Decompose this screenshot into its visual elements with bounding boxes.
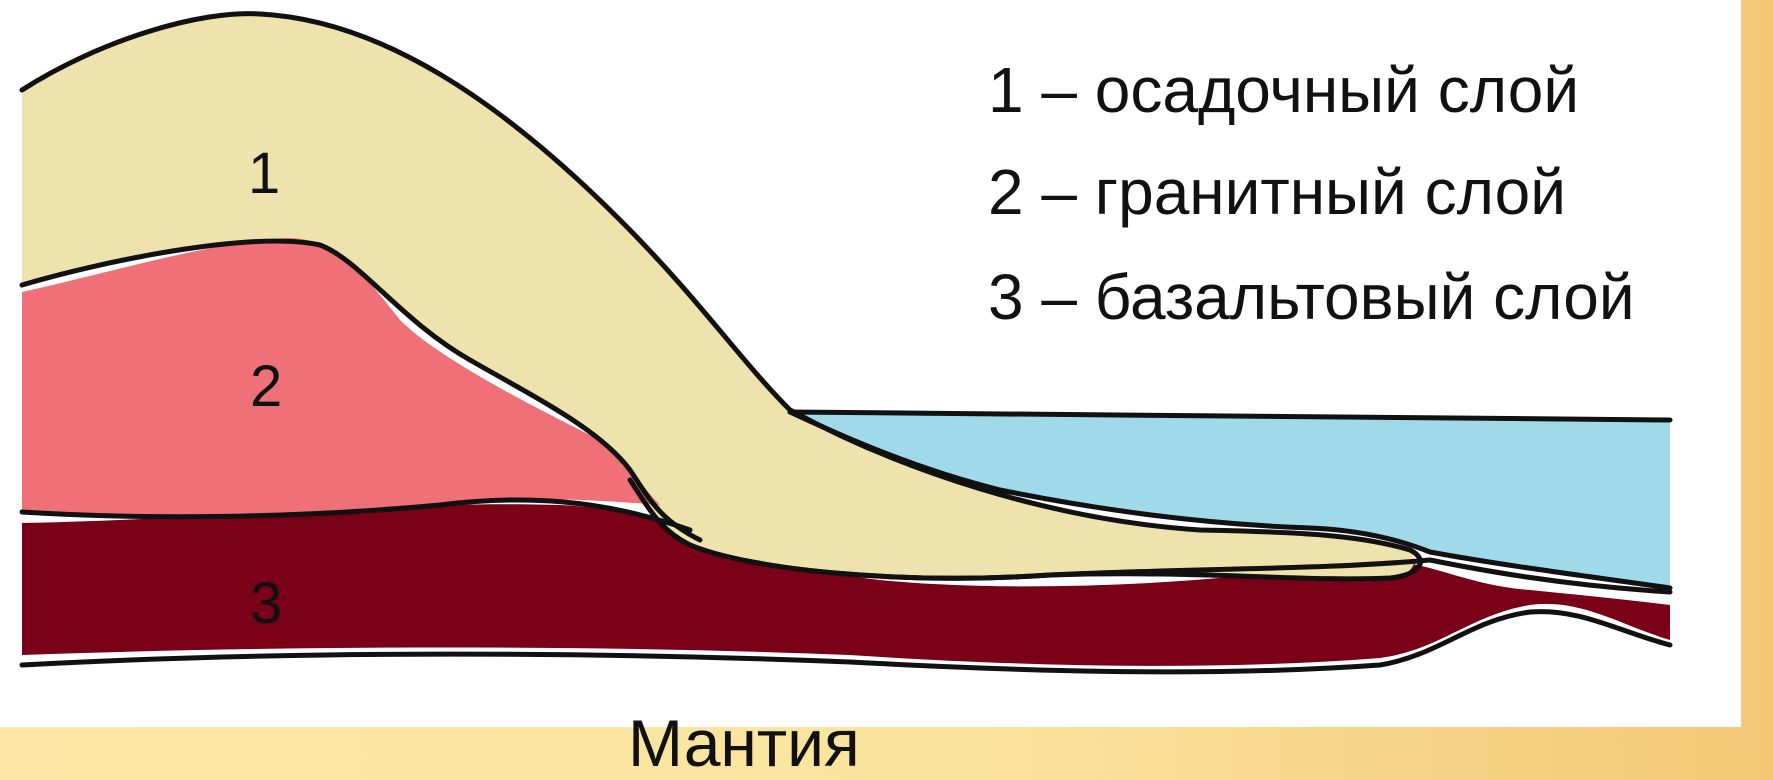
- basalt-layer: [22, 504, 1670, 666]
- mantle-boundary: [19, 609, 1673, 675]
- layer-number-1: 1: [248, 141, 281, 206]
- earth-crust-cross-section: [19, 11, 1673, 675]
- granite-layer: [22, 238, 660, 517]
- water-surface-outline: [787, 409, 1673, 423]
- legend-item-sedimentary: 1 – осадочный слой: [988, 54, 1580, 126]
- legend-item-granite: 2 – гранитный слой: [988, 156, 1566, 228]
- layer-number-3: 3: [250, 571, 283, 636]
- sedimentary-layer: [22, 13, 1414, 579]
- granite-basalt-boundary: [19, 497, 693, 533]
- mantle-label: Мантия: [628, 706, 860, 780]
- seafloor-outline: [787, 409, 1673, 591]
- basalt-top-boundary: [687, 542, 1673, 595]
- sediment-granite-boundary: [19, 238, 703, 543]
- water-body: [790, 412, 1670, 588]
- legend-item-basalt: 3 – базальтовый слой: [988, 261, 1635, 333]
- diagram-panel: 1 2 3: [19, 11, 1673, 675]
- layer-number-2: 2: [250, 354, 283, 419]
